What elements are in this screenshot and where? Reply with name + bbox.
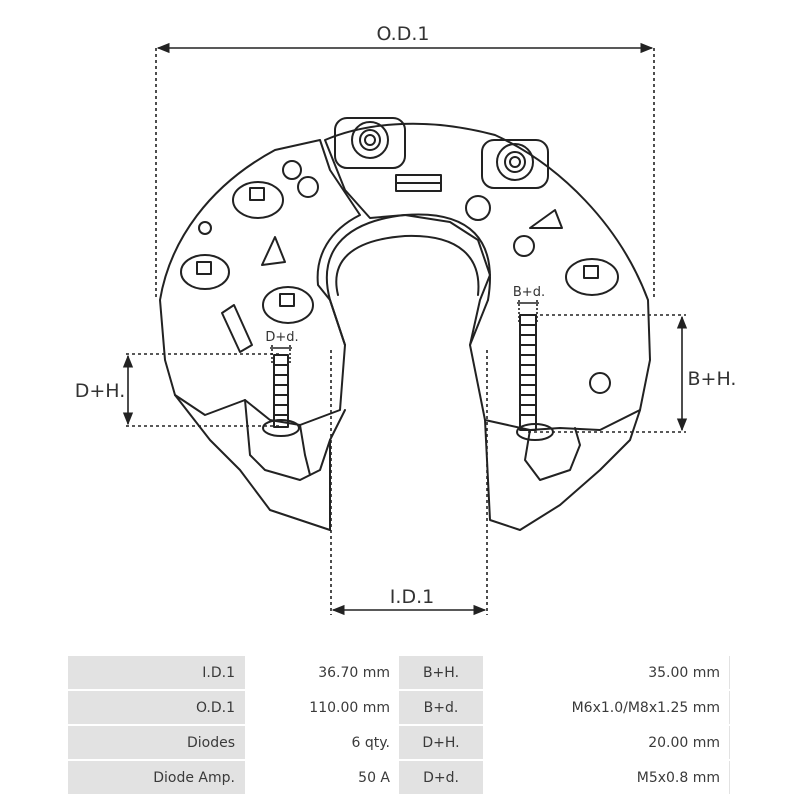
spec-label: B+d.: [399, 690, 483, 726]
table-row: O.D.1 110.00 mm B+d. M6x1.0/M8x1.25 mm: [68, 690, 730, 726]
spec-label: B+H.: [399, 656, 483, 691]
right-plate-flange: [484, 409, 641, 531]
spec-label: Diode Amp.: [68, 760, 245, 796]
right-plate-outline: [324, 122, 651, 431]
spec-label: I.D.1: [68, 656, 245, 691]
spec-label: O.D.1: [68, 690, 245, 726]
od-label: O.D.1: [377, 23, 430, 45]
dh-label: D+H.: [75, 380, 126, 402]
dd-label: D+d.: [265, 330, 298, 345]
table-row: Diodes 6 qty. D+H. 20.00 mm: [68, 725, 730, 761]
spec-value: 36.70 mm: [244, 656, 400, 691]
bd-label: B+d.: [513, 285, 545, 300]
spec-value: 110.00 mm: [244, 690, 400, 726]
terminal-boss-left: [334, 117, 406, 169]
left-plate-flange: [174, 394, 346, 531]
terminal-boss-right: [481, 139, 549, 189]
central-bore: [325, 213, 491, 301]
spec-label: D+H.: [399, 725, 483, 761]
left-plate-outline: [159, 139, 361, 426]
table-row: I.D.1 36.70 mm B+H. 35.00 mm: [68, 656, 730, 691]
bh-label: B+H.: [688, 368, 737, 390]
spec-value: M6x1.0/M8x1.25 mm: [482, 690, 730, 726]
spec-value: 35.00 mm: [482, 656, 730, 691]
stud-left: [262, 354, 300, 437]
rectifier-diagram: O.D.1 I.D.1 D+H. B+H. D+d. B+d.: [75, 23, 737, 616]
stud-right: [516, 314, 554, 441]
specs-table: I.D.1 36.70 mm B+H. 35.00 mm O.D.1 110.0…: [68, 656, 730, 796]
spec-value: 20.00 mm: [482, 725, 730, 761]
spec-value: M5x0.8 mm: [482, 760, 730, 796]
spec-value: 50 A: [244, 760, 400, 796]
spec-label: Diodes: [68, 725, 245, 761]
spec-label: D+d.: [399, 760, 483, 796]
id-label: I.D.1: [390, 586, 434, 608]
spec-value: 6 qty.: [244, 725, 400, 761]
table-row: Diode Amp. 50 A D+d. M5x0.8 mm: [68, 760, 730, 796]
